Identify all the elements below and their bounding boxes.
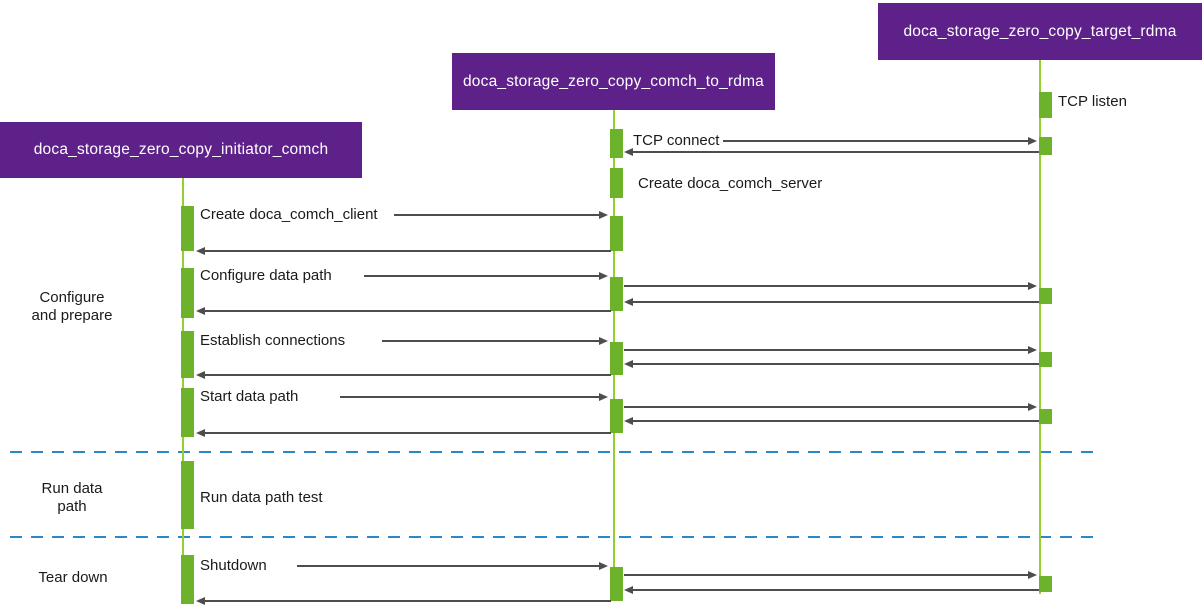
activation-comch-to-rdma-tcp-connect xyxy=(610,129,623,158)
arrowhead-shutdown-response xyxy=(196,597,205,605)
lifeline-target-rdma xyxy=(1039,60,1041,594)
message-label-start-data-path: Start data path xyxy=(200,388,299,405)
arrowhead-configure-data-path-response xyxy=(196,307,205,315)
arrow-configure-data-path-forward xyxy=(624,285,1029,287)
activation-target-tcp-listen xyxy=(1039,92,1052,118)
arrowhead-establish-connections-request xyxy=(599,337,608,345)
activation-target-start-data-path xyxy=(1039,409,1052,424)
arrowhead-start-data-path-forward xyxy=(1028,403,1037,411)
activation-comch-to-rdma-configure-data-path xyxy=(610,277,623,311)
arrow-shutdown-response xyxy=(204,600,611,602)
message-label-configure-data-path: Configure data path xyxy=(200,267,332,284)
phase-label-run-data-path: Run data path xyxy=(41,480,103,515)
activation-comch-to-rdma-establish-connections xyxy=(610,342,623,375)
arrow-establish-connections-response xyxy=(204,374,611,376)
phase-separator-1 xyxy=(10,451,1099,453)
activation-initiator-configure-data-path xyxy=(181,268,194,318)
message-label-shutdown: Shutdown xyxy=(200,557,267,574)
arrow-start-data-path-forward xyxy=(624,406,1029,408)
activation-target-tcp-connect xyxy=(1039,137,1052,155)
arrow-establish-connections-target-response xyxy=(632,363,1039,365)
arrowhead-shutdown-request xyxy=(599,562,608,570)
message-label-run-data-path-test: Run data path test xyxy=(200,489,323,506)
arrowhead-start-data-path-response xyxy=(196,429,205,437)
arrow-configure-data-path-request xyxy=(364,275,600,277)
arrowhead-start-data-path-request xyxy=(599,393,608,401)
arrow-establish-connections-request xyxy=(382,340,600,342)
arrow-start-data-path-target-response xyxy=(632,420,1039,422)
actor-box-initiator-comch: doca_storage_zero_copy_initiator_comch xyxy=(0,122,362,178)
message-label-create-doca-comch-client: Create doca_comch_client xyxy=(200,206,378,223)
arrow-shutdown-request xyxy=(297,565,600,567)
arrowhead-start-data-path-target-response xyxy=(624,417,633,425)
message-label-establish-connections: Establish connections xyxy=(200,332,346,349)
activation-initiator-establish-connections xyxy=(181,331,194,378)
actor-box-comch-to-rdma: doca_storage_zero_copy_comch_to_rdma xyxy=(452,53,775,110)
activation-comch-to-rdma-create-comch-server xyxy=(610,168,623,198)
arrowhead-tcp-connect-response xyxy=(624,148,633,156)
activation-target-configure-data-path xyxy=(1039,288,1052,304)
activation-comch-to-rdma-start-data-path xyxy=(610,399,623,433)
activation-target-shutdown xyxy=(1039,576,1052,592)
arrowhead-create-comch-client-response xyxy=(196,247,205,255)
arrowhead-create-comch-client-request xyxy=(599,211,608,219)
arrowhead-establish-connections-forward xyxy=(1028,346,1037,354)
arrow-create-comch-client-response xyxy=(204,250,611,252)
arrowhead-shutdown-target-response xyxy=(624,586,633,594)
message-label-tcp-connect: TCP connect xyxy=(633,132,720,149)
actor-box-target-rdma: doca_storage_zero_copy_target_rdma xyxy=(878,3,1202,60)
activation-initiator-create-comch-client xyxy=(181,206,194,251)
arrow-tcp-connect-response xyxy=(632,151,1039,153)
activation-target-establish-connections xyxy=(1039,352,1052,367)
activation-initiator-shutdown xyxy=(181,555,194,604)
arrow-start-data-path-request xyxy=(340,396,600,398)
arrowhead-configure-data-path-target-response xyxy=(624,298,633,306)
activation-comch-to-rdma-shutdown xyxy=(610,567,623,601)
arrow-configure-data-path-target-response xyxy=(632,301,1039,303)
phase-label-configure-and-prepare: Configure and prepare xyxy=(31,289,113,324)
arrowhead-tcp-connect-request xyxy=(1028,137,1037,145)
arrowhead-configure-data-path-forward xyxy=(1028,282,1037,290)
activation-initiator-run-data-path-test xyxy=(181,461,194,529)
arrow-create-comch-client-request xyxy=(394,214,600,216)
arrowhead-shutdown-forward xyxy=(1028,571,1037,579)
message-label-tcp-listen: TCP listen xyxy=(1058,93,1127,110)
arrowhead-establish-connections-target-response xyxy=(624,360,633,368)
arrow-tcp-connect-request xyxy=(723,140,1029,142)
arrow-start-data-path-response xyxy=(204,432,611,434)
activation-initiator-start-data-path xyxy=(181,388,194,437)
arrow-configure-data-path-response xyxy=(204,310,611,312)
arrowhead-configure-data-path-request xyxy=(599,272,608,280)
arrow-shutdown-target-response xyxy=(632,589,1039,591)
message-label-create-doca-comch-server: Create doca_comch_server xyxy=(638,175,823,192)
phase-separator-2 xyxy=(10,536,1099,538)
phase-label-tear-down: Tear down xyxy=(38,569,108,586)
arrowhead-establish-connections-response xyxy=(196,371,205,379)
activation-comch-to-rdma-create-comch-client xyxy=(610,216,623,251)
arrow-shutdown-forward xyxy=(624,574,1029,576)
arrow-establish-connections-forward xyxy=(624,349,1029,351)
